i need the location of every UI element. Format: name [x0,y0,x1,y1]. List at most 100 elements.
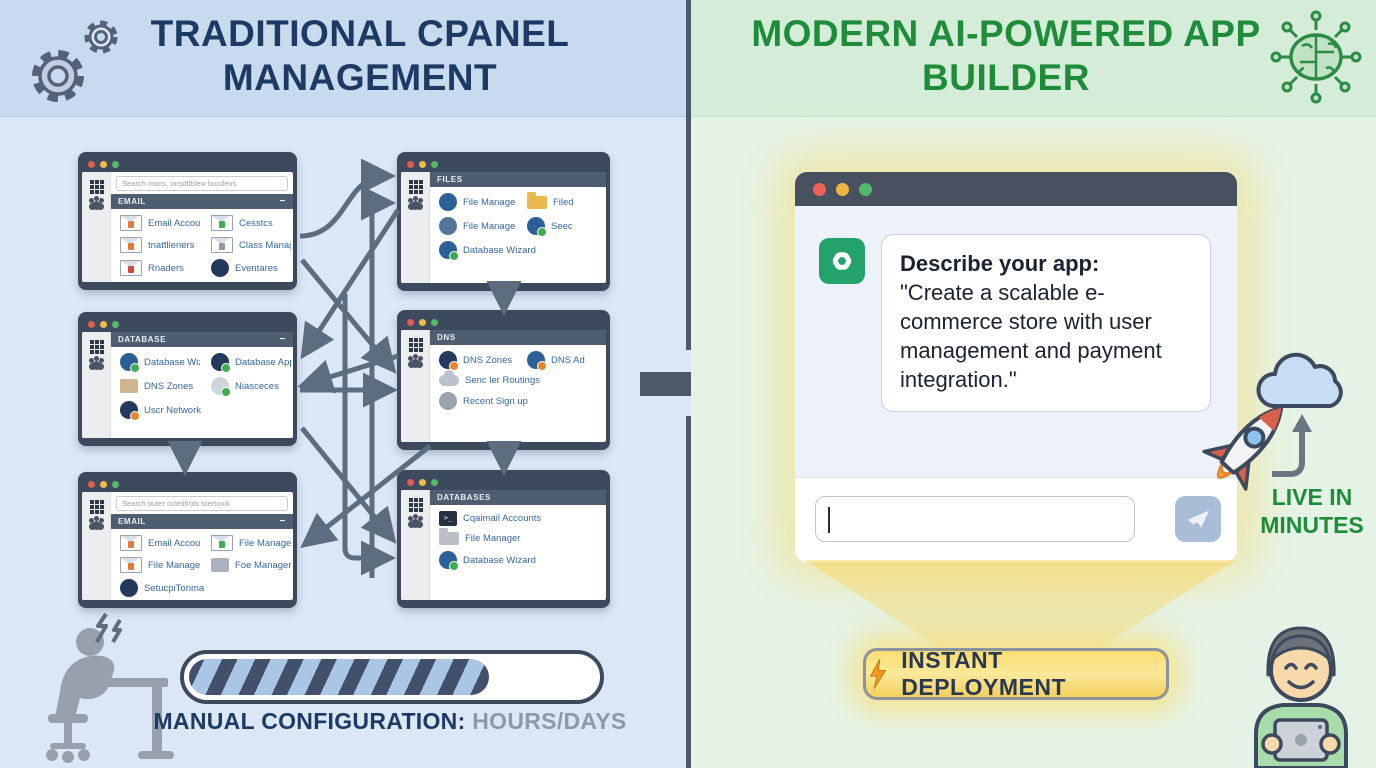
cpanel-window-database: DATABASE − Database Wizard Database Appl… [78,312,297,446]
minimize-dot-icon [836,182,849,196]
cpanel-item[interactable]: Database Wizard [430,238,606,262]
collapse-icon[interactable]: − [279,196,286,207]
cpanel-window-email-2: Search outer octelifrots toertonik EMAIL… [78,472,297,608]
chat-input[interactable] [815,496,1135,542]
cpanel-item[interactable]: Email Accounts [111,532,202,554]
cpanel-item[interactable]: Niasceces [202,374,293,398]
section-label: DATABASE [118,335,167,344]
window-sidebar [401,490,430,600]
prompt-body: "Create a scalable e-commerce store with… [900,280,1162,393]
cpanel-item[interactable]: Database Wizard [430,548,606,572]
cpanel-item[interactable]: Database Wizard [111,350,202,374]
cpanel-item[interactable]: Foe Managers [202,554,293,576]
window-titlebar [82,476,293,492]
cpanel-window-dns: DNS DNS Zones DNS Ad Senc ler Routings R… [397,310,610,450]
envelope-icon [211,237,233,253]
cpanel-item[interactable]: Filed [518,190,606,214]
prompt-bubble: Describe your app: "Create a scalable e-… [881,234,1211,412]
apps-grid-icon [409,338,413,342]
panel-divider [686,416,691,768]
progress-fill [189,659,490,695]
cpanel-item[interactable]: File Manager [430,214,518,238]
cpanel-item[interactable]: File Manager [202,532,293,554]
cpanel-item[interactable]: Rnaders [111,256,202,280]
rocket-icon [1202,405,1284,491]
cpanel-item[interactable]: DNS Ad [518,348,606,372]
envelope-icon [120,535,142,551]
search-input[interactable]: Search mons, onsdtlblew bocdens [116,176,288,191]
cpanel-item[interactable]: Email Accounts [111,212,202,234]
users-icon [412,514,418,519]
ai-brain-icon [1270,10,1362,104]
minimize-dot-icon [419,478,426,486]
dns-icon [120,379,138,393]
section-header: DATABASES [430,490,606,505]
lightning-icon [869,659,887,689]
envelope-icon [120,260,142,276]
left-panel-title: TRADITIONAL cPANEL MANAGEMENT [150,13,570,98]
cpanel-item[interactable]: Database Application [202,350,293,374]
section-header: DATABASE − [111,332,293,347]
cpanel-window-databases: DATABASES Cqaimail Accounts File Manager… [397,470,610,608]
section-header: EMAIL − [111,514,293,529]
users-icon [93,196,99,201]
apps-grid-icon [90,180,94,184]
cpanel-item[interactable]: tnattlieners [111,234,202,256]
search-input[interactable]: Search outer octelifrots toertonik [116,496,288,511]
gears-icon [32,20,118,102]
right-panel-title: MODERN AI-POWERED APP BUILDER [751,13,1261,98]
terminal-icon [439,511,457,526]
close-dot-icon [407,478,414,486]
cloud-icon [439,370,459,386]
cpanel-item[interactable]: Recent Sign up [430,389,606,413]
cpanel-item[interactable]: Senc ler Routings [430,370,606,389]
right-panel-modern: MODERN AI-POWERED APP BUILDER [691,0,1376,768]
instant-deployment-badge: INSTANT DEPLOYMENT [863,647,1169,700]
cpanel-item[interactable]: Class Manager [202,234,293,256]
badge-label: INSTANT DEPLOYMENT [901,647,1066,700]
cpanel-item[interactable]: DNS Zones [430,348,518,372]
progress-caption: MANUAL CONFIGURATION: HOURS/DAYS [150,708,630,735]
close-dot-icon [407,160,414,168]
collapse-icon[interactable]: − [279,334,286,345]
dns-icon [527,351,547,371]
cpanel-item[interactable]: File Manager [111,554,202,576]
send-button[interactable] [1175,496,1221,542]
box-icon [211,558,229,572]
file-manager-icon [439,193,457,211]
section-label: EMAIL [118,517,146,526]
dns-icon [439,351,459,371]
section-header: DNS [430,330,606,345]
window-titlebar [401,156,606,172]
section-label: DATABASES [437,493,491,502]
happy-user-icon [1254,626,1348,768]
cpanel-item[interactable]: File Manager [430,190,518,214]
file-manager-icon [527,217,547,237]
cpanel-item[interactable]: Uscr Network [111,398,293,422]
cpanel-item[interactable]: Seec [518,214,606,238]
cpanel-item[interactable]: DNS Zones [111,374,202,398]
text-caret [828,507,830,533]
cpanel-item[interactable]: SetucpiTonma [111,576,293,600]
database-icon [211,259,229,277]
cpanel-item[interactable]: Eventares [202,256,293,280]
maximize-dot-icon [431,160,438,168]
database-icon [439,241,459,261]
left-panel-traditional: TRADITIONAL cPANEL MANAGEMENT Search mon… [0,0,688,768]
window-sidebar [401,172,430,283]
close-dot-icon [88,320,95,328]
database-icon [211,353,231,373]
users-icon [93,356,99,361]
window-titlebar [401,314,606,330]
apps-grid-icon [90,340,94,344]
cpanel-item[interactable]: Cqaimail Accounts [430,508,606,529]
cpanel-item[interactable]: Cesstcs [202,212,293,234]
users-icon [93,516,99,521]
envelope-icon [120,215,142,231]
cpanel-item[interactable]: File Manager [430,528,606,548]
maximize-dot-icon [431,478,438,486]
close-dot-icon [407,318,414,326]
users-icon [412,196,418,201]
window-sidebar [82,332,111,438]
collapse-icon[interactable]: − [279,516,286,527]
